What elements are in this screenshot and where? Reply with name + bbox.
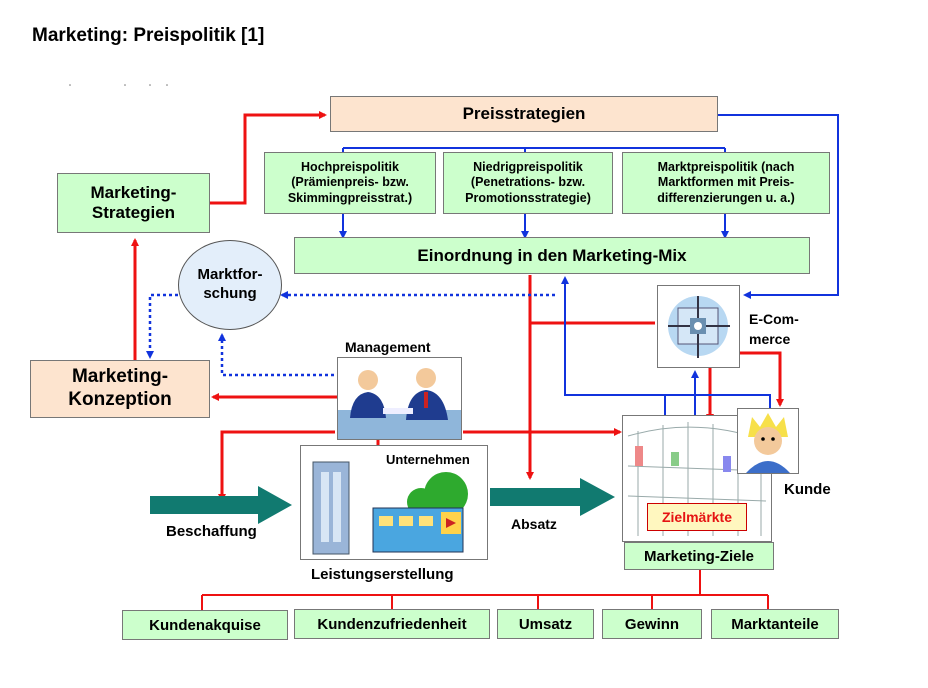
page-title: Marketing: Preispolitik [1]: [32, 25, 265, 46]
niedrigpreispolitik-label: Niedrigpreispolitik (Penetrations- bzw. …: [465, 159, 591, 205]
ecommerce-label: E-Com-merce: [749, 311, 799, 347]
goal-umsatz: Umsatz: [497, 609, 594, 639]
management-label: Management: [345, 339, 431, 355]
management-picture: [337, 357, 462, 440]
niedrigpreispolitik-box: Niedrigpreispolitik (Penetrations- bzw. …: [443, 152, 613, 214]
marketing-konzeption-label: Marketing-Konzeption: [68, 366, 172, 410]
beschaffung-label: Beschaffung: [166, 523, 257, 540]
leistungserstellung-label: Leistungserstellung: [311, 566, 454, 583]
marketing-strategien-label: Marketing-Strategien: [90, 182, 177, 222]
marktforschung-ellipse: Marktfor-schung: [178, 240, 282, 330]
goal-kundenakquise: Kundenakquise: [122, 610, 288, 640]
goals-connectors: [201, 570, 769, 610]
zielmaerkte-tag: Zielmärkte: [647, 503, 747, 531]
goal-kundenzufriedenheit: Kundenzufriedenheit: [294, 609, 490, 639]
hochpreispolitik-box: Hochpreispolitik (Prämienpreis- bzw. Ski…: [264, 152, 436, 214]
kunde-label: Kunde: [784, 481, 831, 498]
hochpreispolitik-label: Hochpreispolitik (Prämienpreis- bzw. Ski…: [287, 159, 413, 205]
preisstrategien-label: Preisstrategien: [462, 104, 586, 123]
preisstrategien-box: Preisstrategien: [330, 96, 718, 132]
einordnung-marketing-mix-box: Einordnung in den Marketing-Mix: [294, 237, 810, 274]
marketing-konzeption-box: Marketing-Konzeption: [30, 360, 210, 418]
marktpreispolitik-label: Marktpreispolitik (nach Marktformen mit …: [657, 159, 795, 205]
marktpreispolitik-box: Marktpreispolitik (nach Marktformen mit …: [622, 152, 830, 214]
marktforschung-label: Marktfor-schung: [197, 266, 263, 302]
marketing-ziele-label: Marketing-Ziele: [643, 547, 755, 565]
absatz-flow-arrow: [490, 478, 615, 516]
zielmaerkte-label: Zielmärkte: [661, 509, 733, 525]
marketing-strategien-box: Marketing-Strategien: [57, 173, 210, 233]
ecommerce-picture: [657, 285, 740, 368]
goal-marktanteile: Marktanteile: [711, 609, 839, 639]
unternehmen-label: Unternehmen: [386, 452, 470, 467]
absatz-label: Absatz: [511, 516, 557, 532]
title-underline-dots: [69, 84, 168, 86]
kunde-picture: [737, 408, 799, 474]
marketing-ziele-box: Marketing-Ziele: [624, 542, 774, 570]
beschaffung-flow-arrow: [150, 486, 292, 524]
goal-gewinn: Gewinn: [602, 609, 702, 639]
blue-dotted-arrows: [146, 291, 555, 377]
einordnung-label: Einordnung in den Marketing-Mix: [417, 245, 687, 265]
unternehmen-picture: [300, 445, 488, 560]
